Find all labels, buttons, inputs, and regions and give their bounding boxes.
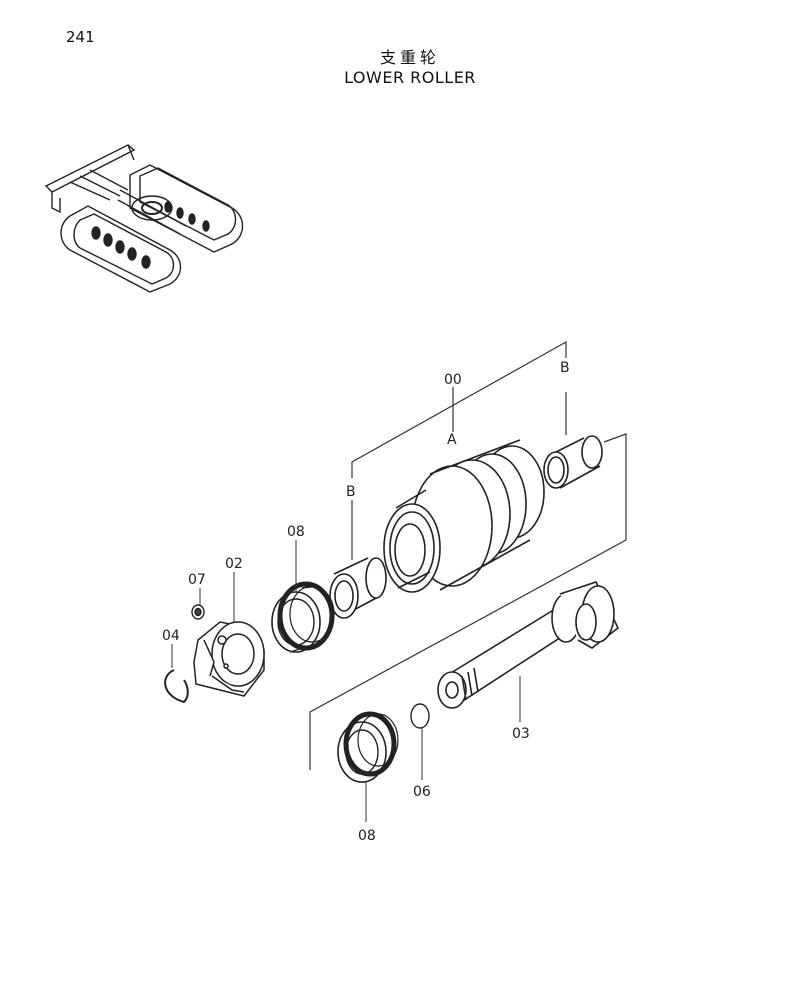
page-number: 241: [66, 28, 95, 46]
pin: [191, 604, 205, 620]
floating-seal-lower: [337, 711, 399, 783]
callout-assembly: 00: [444, 372, 462, 388]
callout-bushing-left: B: [346, 484, 356, 500]
bushing-b-top: [543, 435, 603, 489]
callout-pin: 07: [188, 572, 206, 588]
collar: [193, 621, 265, 697]
snap-ring: [164, 669, 189, 704]
callout-snap-ring: 04: [162, 628, 180, 644]
callout-roller-shell: A: [447, 432, 457, 448]
callout-seal-lower: 08: [358, 828, 376, 844]
page-title: 支重轮 LOWER ROLLER: [0, 48, 800, 88]
callout-shaft: 03: [512, 726, 530, 742]
plug: [410, 703, 430, 729]
title-english: LOWER ROLLER: [344, 68, 476, 87]
undercarriage-thumbnail: [44, 144, 244, 293]
title-chinese: 支重轮: [379, 48, 440, 67]
shaft: [437, 581, 620, 709]
callout-bushing-top: B: [560, 360, 570, 376]
callout-collar: 02: [225, 556, 243, 572]
roller-shell-a: [383, 439, 545, 593]
bushing-b-left: [329, 557, 387, 619]
leader-lines: [171, 540, 521, 822]
floating-seal-upper: [271, 581, 335, 653]
callout-plug: 06: [413, 784, 431, 800]
callout-seal-upper: 08: [287, 524, 305, 540]
